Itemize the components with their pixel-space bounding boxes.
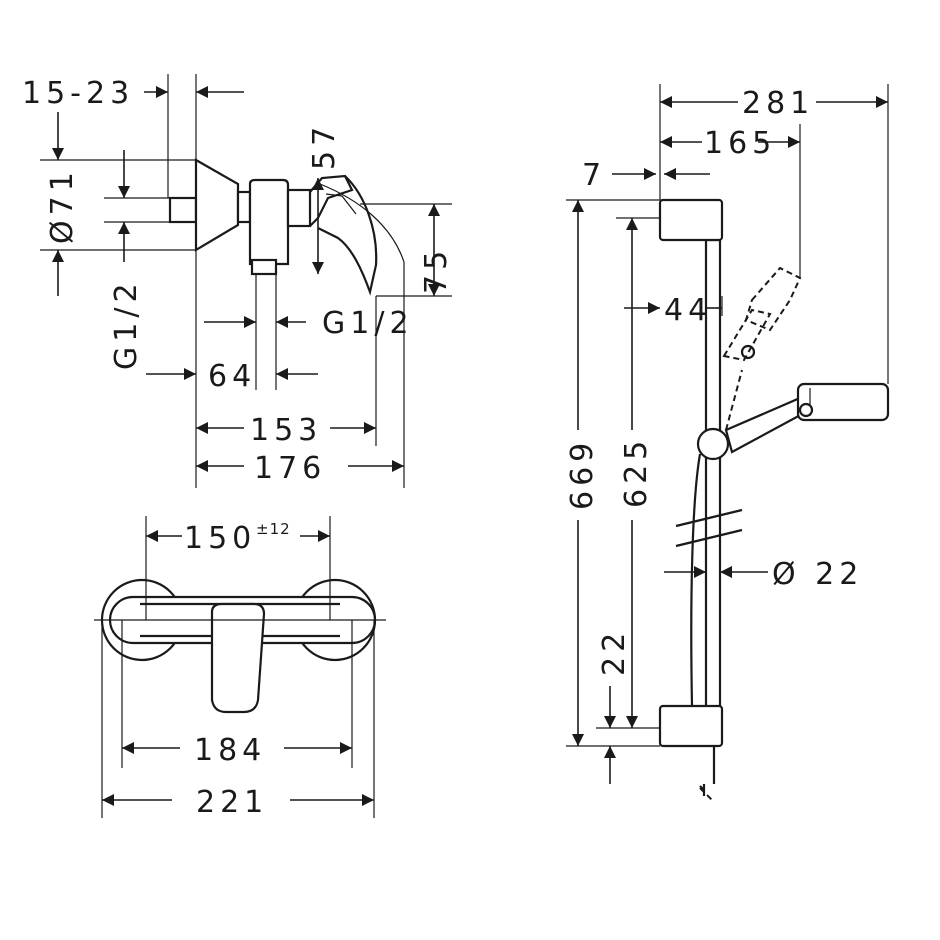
dim-label-221: 221 bbox=[196, 785, 268, 820]
dim-label-153: 153 bbox=[250, 413, 322, 448]
mixer-front-outline bbox=[100, 578, 377, 714]
dim-label-64: 64 bbox=[208, 359, 256, 394]
dim-label-150: 150 bbox=[184, 521, 256, 556]
dim-label-57: 57 bbox=[307, 122, 342, 170]
dim-label-75: 75 bbox=[419, 246, 454, 294]
side-dimension-lines bbox=[52, 86, 440, 472]
dim-label-g12-horizontal: G1/2 bbox=[322, 306, 414, 341]
mixer-front-view: 150 ±12 184 221 bbox=[94, 516, 386, 820]
dim-label-diameter-22: Ø 22 bbox=[772, 557, 863, 592]
mixer-side-outline bbox=[168, 158, 405, 296]
dim-label-184: 184 bbox=[194, 733, 266, 768]
dim-label-g12-vertical: G1/2 bbox=[109, 278, 144, 370]
front-dimension-lines bbox=[102, 530, 374, 806]
dim-label-15-23: 15-23 bbox=[22, 76, 134, 111]
mixer-side-view: 15-23 57 Ø71 75 G1/2 G1/2 64 153 176 bbox=[22, 74, 454, 488]
dim-label-625: 625 bbox=[619, 436, 654, 508]
dim-label-diameter-71: Ø71 bbox=[45, 167, 80, 244]
dim-label-669: 669 bbox=[565, 438, 600, 510]
side-extension-lines bbox=[40, 74, 452, 488]
dim-label-7: 7 bbox=[582, 158, 606, 193]
shower-set-view: 281 165 7 44 669 625 Ø 22 22 bbox=[565, 84, 890, 801]
shower-set-outline bbox=[658, 198, 890, 801]
dim-label-22: 22 bbox=[597, 628, 632, 676]
dim-label-44: 44 bbox=[664, 293, 712, 328]
dim-label-165: 165 bbox=[704, 126, 776, 161]
dim-label-176: 176 bbox=[254, 451, 326, 486]
dim-label-150-tolerance: ±12 bbox=[256, 520, 291, 538]
dim-label-281: 281 bbox=[742, 86, 814, 121]
shower-dimension-lines bbox=[572, 96, 888, 784]
